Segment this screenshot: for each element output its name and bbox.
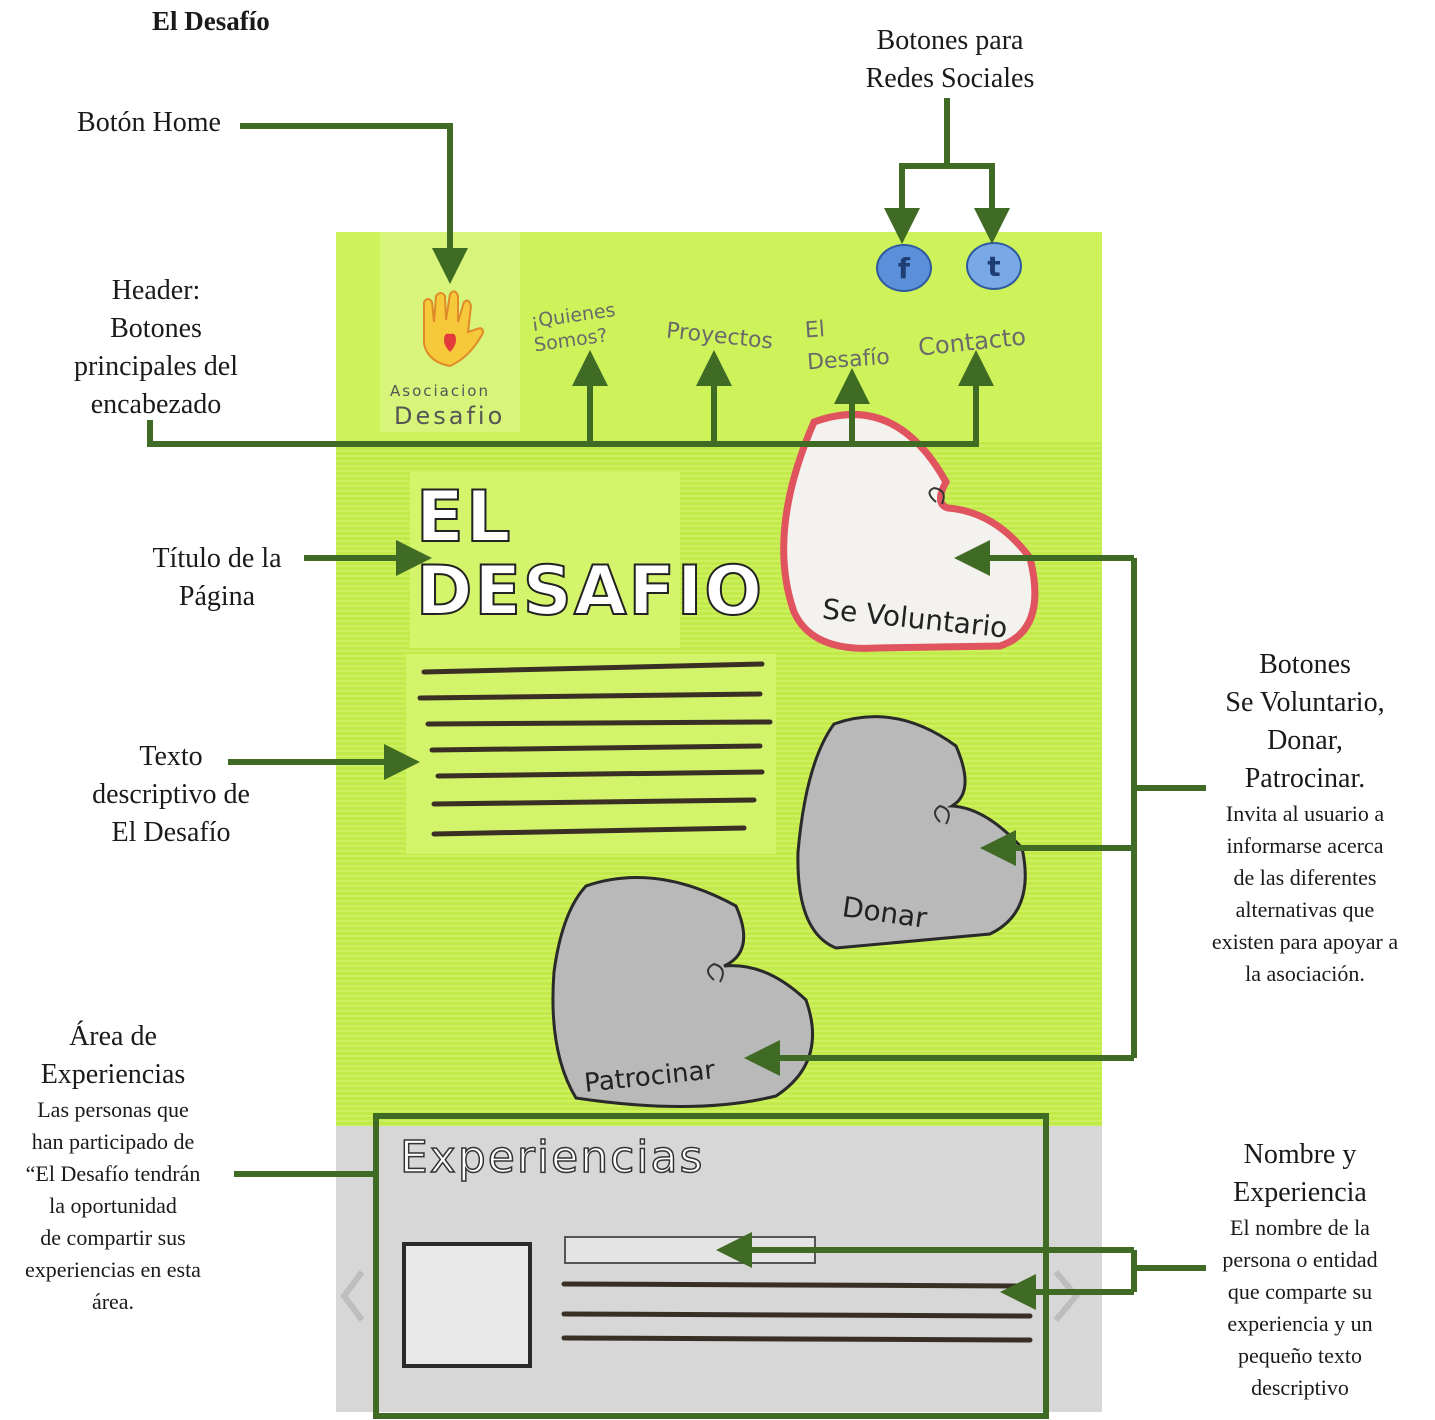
label-line: Botones para xyxy=(876,25,1024,56)
label-line: Se Voluntario, xyxy=(1225,687,1385,718)
donar-heart xyxy=(796,715,1027,950)
label-subline: área. xyxy=(91,1289,135,1314)
description-area xyxy=(406,654,776,854)
label-line: Experiencia xyxy=(1233,1177,1367,1208)
label-line: Header: xyxy=(111,275,201,306)
label-subline: persona o entidad xyxy=(1222,1247,1378,1272)
label-line: Texto xyxy=(139,741,203,772)
label-line: Experiencias xyxy=(40,1059,186,1090)
label-line: El Desafío xyxy=(111,817,231,848)
label-line: Redes Sociales xyxy=(865,63,1035,94)
label-subline: Las personas que xyxy=(37,1097,189,1122)
label-boton-home: Botón Home xyxy=(77,107,221,138)
label-header: Header: Botones principales del encabeza… xyxy=(40,272,272,424)
label-line: Página xyxy=(178,581,256,612)
label-subline: pequeño texto xyxy=(1237,1343,1363,1368)
label-nombre-experiencia: Nombre y Experiencia El nombre de la per… xyxy=(1190,1136,1410,1404)
label-subline: descriptivo xyxy=(1251,1375,1349,1400)
label-texto-descriptivo: Texto descriptivo de El Desafío xyxy=(60,738,282,852)
experience-drawing xyxy=(340,1270,1080,1343)
label-line: Botones xyxy=(110,313,202,344)
document-title: El Desafío xyxy=(152,6,270,36)
page-title-line2: DESAFIO xyxy=(415,551,765,632)
label-subline: experiencia y un xyxy=(1227,1311,1373,1336)
label-line: Nombre y xyxy=(1243,1139,1357,1170)
label-line: Título de la xyxy=(152,543,282,574)
label-subline: la oportunidad xyxy=(49,1193,177,1218)
label-redes-sociales: Botones para Redes Sociales xyxy=(830,22,1070,98)
label-subline: alternativas que xyxy=(1235,897,1375,922)
label-subline: de compartir sus xyxy=(40,1225,186,1250)
label-botones-apoyo: Botones Se Voluntario, Donar, Patrocinar… xyxy=(1180,646,1430,990)
label-line: principales del xyxy=(73,351,239,382)
label-line: Área de xyxy=(69,1021,157,1052)
label-subline: han participado de xyxy=(31,1129,195,1154)
label-subline: Invita al usuario a xyxy=(1225,801,1385,826)
label-subline: experiencias en esta xyxy=(25,1257,201,1282)
page-title-area xyxy=(410,472,680,648)
label-subline: “El Desafío tendrán xyxy=(25,1161,201,1186)
label-subline: la asociación. xyxy=(1245,961,1365,986)
sketch-page: Asociacion Desafio ¡Quienes Somos? Proye… xyxy=(336,232,1102,1412)
label-area-experiencias: Área de Experiencias Las personas que ha… xyxy=(0,1018,226,1318)
tumblr-icon[interactable]: t xyxy=(966,242,1022,290)
description-text-lines xyxy=(417,661,773,837)
label-line: Donar, xyxy=(1267,725,1343,756)
facebook-icon[interactable]: f xyxy=(876,244,932,292)
label-line: Patrocinar. xyxy=(1244,763,1366,794)
label-subline: existen para apoyar a xyxy=(1211,929,1399,954)
label-subline: El nombre de la xyxy=(1230,1215,1370,1240)
label-line: descriptivo de xyxy=(92,779,250,810)
carousel-right-arrow xyxy=(1053,1270,1080,1322)
label-line: Botones xyxy=(1259,649,1351,680)
label-subline: que comparte su xyxy=(1227,1279,1373,1304)
label-titulo-pagina: Título de la Página xyxy=(128,540,306,616)
hand-heart-icon xyxy=(423,290,484,368)
se-voluntario-heart xyxy=(780,411,1039,652)
carousel-left-arrow xyxy=(340,1270,365,1322)
label-line: encabezado xyxy=(90,389,222,420)
experience-text-lines xyxy=(561,1281,1033,1343)
label-subline: informarse acerca xyxy=(1226,833,1384,858)
label-subline: de las diferentes xyxy=(1233,865,1377,890)
